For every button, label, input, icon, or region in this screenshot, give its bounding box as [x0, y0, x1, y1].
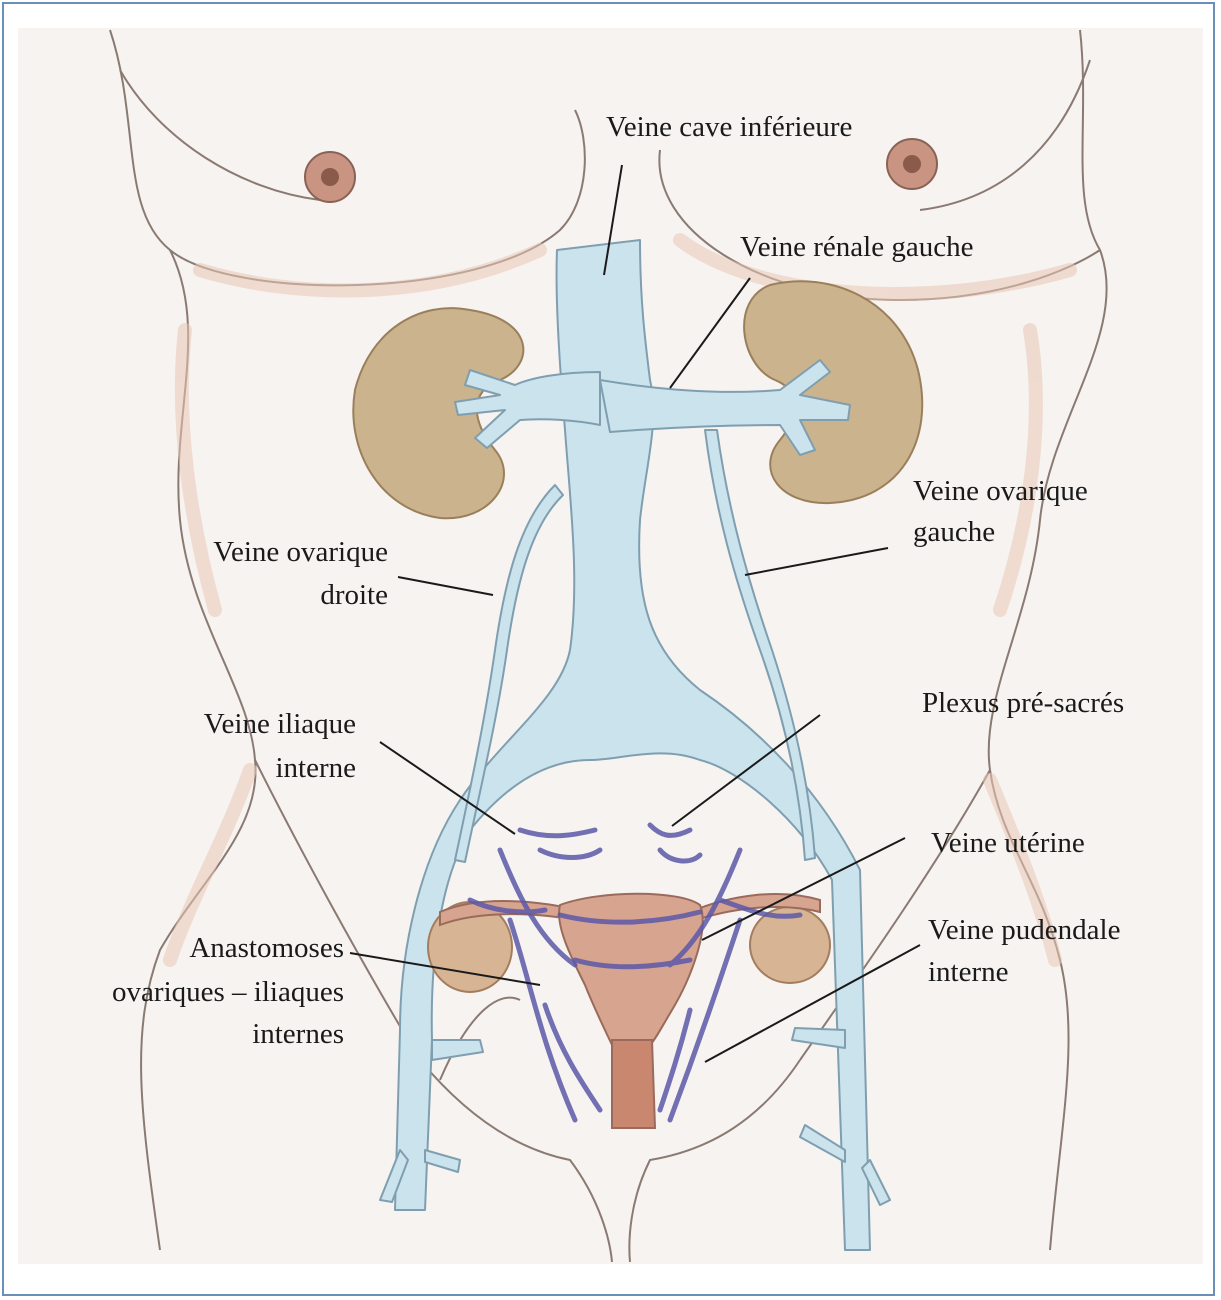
label-veine-uterine: Veine utérine — [931, 827, 1085, 859]
label-veine-ovarique-droite-line1: Veine ovarique — [213, 536, 388, 568]
label-veine-pudendale-interne-line2: interne — [928, 956, 1009, 988]
label-anastomoses-line3: internes — [252, 1018, 344, 1050]
label-veine-ovarique-gauche-line2: gauche — [913, 516, 995, 548]
label-anastomoses-line2: ovariques – iliaques — [112, 976, 344, 1008]
label-veine-ovarique-gauche-line1: Veine ovarique — [913, 475, 1088, 507]
label-veine-renale-gauche: Veine rénale gauche — [740, 231, 973, 263]
label-veine-iliaque-interne-line1: Veine iliaque — [204, 708, 356, 740]
label-veine-pudendale-interne-line1: Veine pudendale — [928, 914, 1120, 946]
label-anastomoses-line1: Anastomoses — [189, 932, 344, 964]
label-veine-cave-inferieure: Veine cave inférieure — [606, 111, 852, 143]
label-veine-iliaque-interne-line2: interne — [275, 752, 356, 784]
cervix-vagina — [612, 1040, 655, 1128]
label-veine-ovarique-droite-line2: droite — [320, 579, 388, 611]
label-plexus-pre-sacres: Plexus pré-sacrés — [922, 687, 1124, 719]
